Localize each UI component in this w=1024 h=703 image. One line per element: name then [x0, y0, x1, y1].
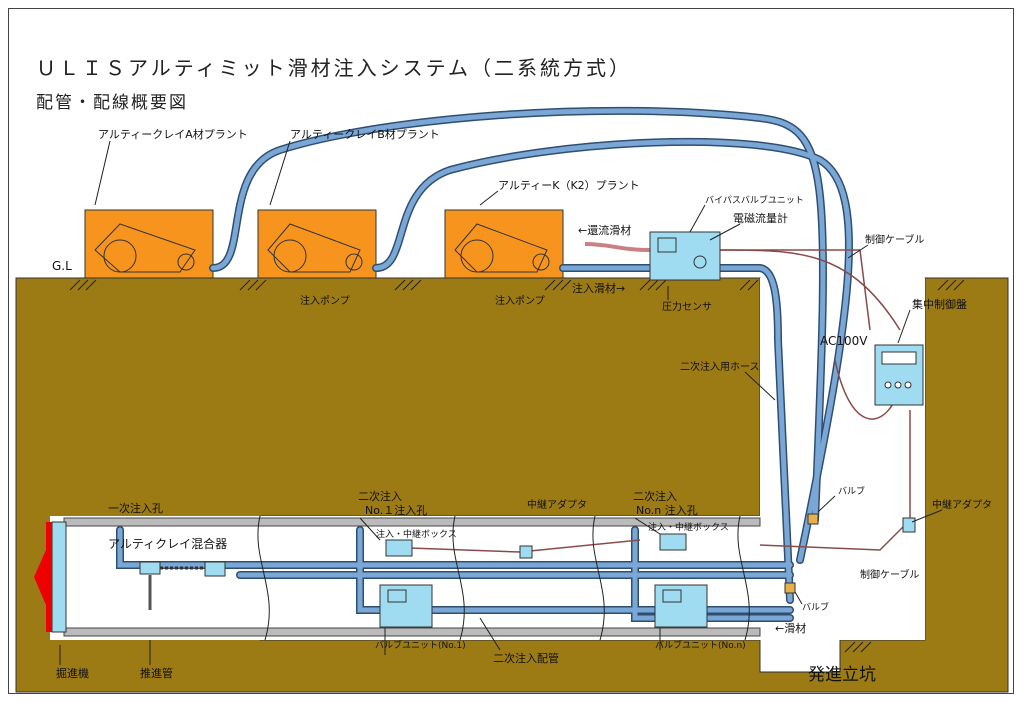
- mixer-label: アルティクレイ混合器: [108, 536, 227, 551]
- diagram-subtitle: 配管・配線概要図: [36, 93, 188, 113]
- injection-pump-label-2: 注入ポンプ: [495, 294, 545, 307]
- secondary-hole-n-line2: No.n 注入孔: [636, 503, 698, 517]
- secondary-hole-n-line1: 二次注入: [633, 489, 677, 503]
- plant-b-label: アルティークレイB材プラント: [290, 127, 440, 141]
- plant-a-pump: [84, 209, 214, 279]
- mixer-device: [139, 561, 226, 610]
- relay-box-1: [385, 539, 413, 557]
- jacking-pipe-label: 推進管: [140, 666, 173, 680]
- pipe-break-lines: [257, 515, 750, 641]
- secondary-hole-1-line1: 二次注入: [358, 489, 402, 503]
- ground-hatch: [69, 279, 965, 653]
- control-cable-bottom-label: 制御ケーブル: [860, 568, 919, 581]
- inject-lubricant-label: 注入滑材→: [572, 281, 625, 295]
- plant-a-label: アルティークレイA材プラント: [98, 127, 248, 141]
- return-lubricant-label: ←還流滑材: [578, 223, 631, 237]
- ac100v-label: AC100V: [820, 334, 868, 348]
- return-hose: [584, 242, 651, 252]
- leader-lines: [59, 140, 943, 665]
- relay-box-1-label: 注入・中継ボックス: [376, 528, 457, 540]
- tunnel-bottom-pipe: [63, 627, 761, 637]
- valve-unit-1-label: バルブユニット(No.1): [375, 639, 466, 651]
- plant-k-label: アルティーK（K2）プラント: [498, 179, 640, 192]
- relay-adapter-mid: [519, 545, 533, 559]
- bypass-valve-unit-label: バイパスバルブユニット: [705, 194, 804, 206]
- diagram-frame: [8, 8, 1014, 694]
- launch-shaft-label: 発進立坑: [808, 665, 876, 685]
- injection-pump-label-1: 注入ポンプ: [300, 294, 350, 307]
- relay-adapter-right-label: 中継アダプタ: [932, 498, 992, 511]
- secondary-piping-label: 二次注入配管: [493, 651, 559, 665]
- valve-top-label: バルブ: [838, 485, 865, 497]
- bypass-valve-unit: [649, 231, 721, 281]
- relay-adapter-right: [902, 517, 916, 533]
- valve-unit-n-label: バルブユニット(No.n): [655, 639, 746, 651]
- diagram-title: ＵＬＩＳアルティミット滑材注入システム（二系統方式）: [36, 56, 632, 80]
- primary-hole-label: 一次注入孔: [108, 501, 163, 515]
- secondary-hole-1-line2: No.１注入孔: [365, 503, 427, 517]
- central-controller-label: 集中制御盤: [912, 297, 967, 311]
- control-cables: [409, 249, 911, 553]
- relay-adapter-mid-label: 中継アダプタ: [527, 498, 587, 511]
- control-cable-top-label: 制御ケーブル: [865, 233, 924, 246]
- secondary-hose-label: 二次注入用ホース: [680, 360, 760, 373]
- hoses: [117, 108, 852, 621]
- plant-k-pump: [444, 209, 564, 279]
- central-controller-box: [874, 344, 924, 406]
- tbm-label: 掘進機: [56, 666, 89, 680]
- valve-fitting-top: [807, 513, 819, 525]
- tbm-body: [51, 521, 67, 633]
- valve-fitting-bottom: [784, 582, 796, 594]
- flowmeter-label: 電磁流量計: [733, 211, 788, 225]
- plant-b-pump: [257, 209, 377, 279]
- lubricant-arrow-label: ←滑材: [775, 621, 806, 635]
- valve-unit-1: [379, 584, 433, 628]
- pressure-sensor-label: 圧力センサ: [662, 300, 712, 313]
- tbm-cutter: [34, 550, 46, 605]
- relay-box-n: [659, 533, 687, 551]
- tbm-face: [46, 522, 52, 632]
- relay-box-n-label: 注入・中継ボックス: [648, 521, 729, 533]
- valve-unit-n: [654, 584, 708, 628]
- gl-label: G.L: [52, 259, 72, 273]
- valve-bottom-label: バルブ: [802, 601, 829, 613]
